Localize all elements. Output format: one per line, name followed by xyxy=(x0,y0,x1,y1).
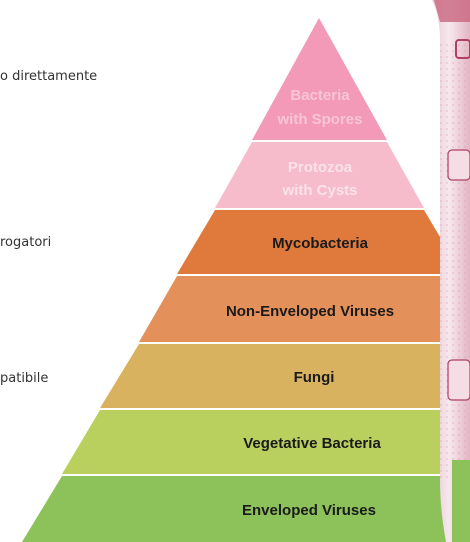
level-label-mycobacteria: Mycobacteria xyxy=(272,235,369,252)
level-label-enveloped-viruses: Enveloped Viruses xyxy=(242,502,376,519)
level-label-fungi: Fungi xyxy=(294,369,335,386)
product-container-image xyxy=(432,0,470,542)
level-label-non-enveloped-viruses: Non-Enveloped Viruses xyxy=(226,303,394,320)
pyramid-level-fungi xyxy=(100,344,470,408)
level-label-vegetative-bacteria: Vegetative Bacteria xyxy=(243,435,381,452)
level-label-protozoa-line1: Protozoa xyxy=(288,159,353,176)
level-label-bacteria-line2: with Spores xyxy=(276,111,362,128)
level-label-protozoa-line2: with Cysts xyxy=(281,182,357,199)
level-label-bacteria-line1: Bacteria xyxy=(290,87,350,104)
